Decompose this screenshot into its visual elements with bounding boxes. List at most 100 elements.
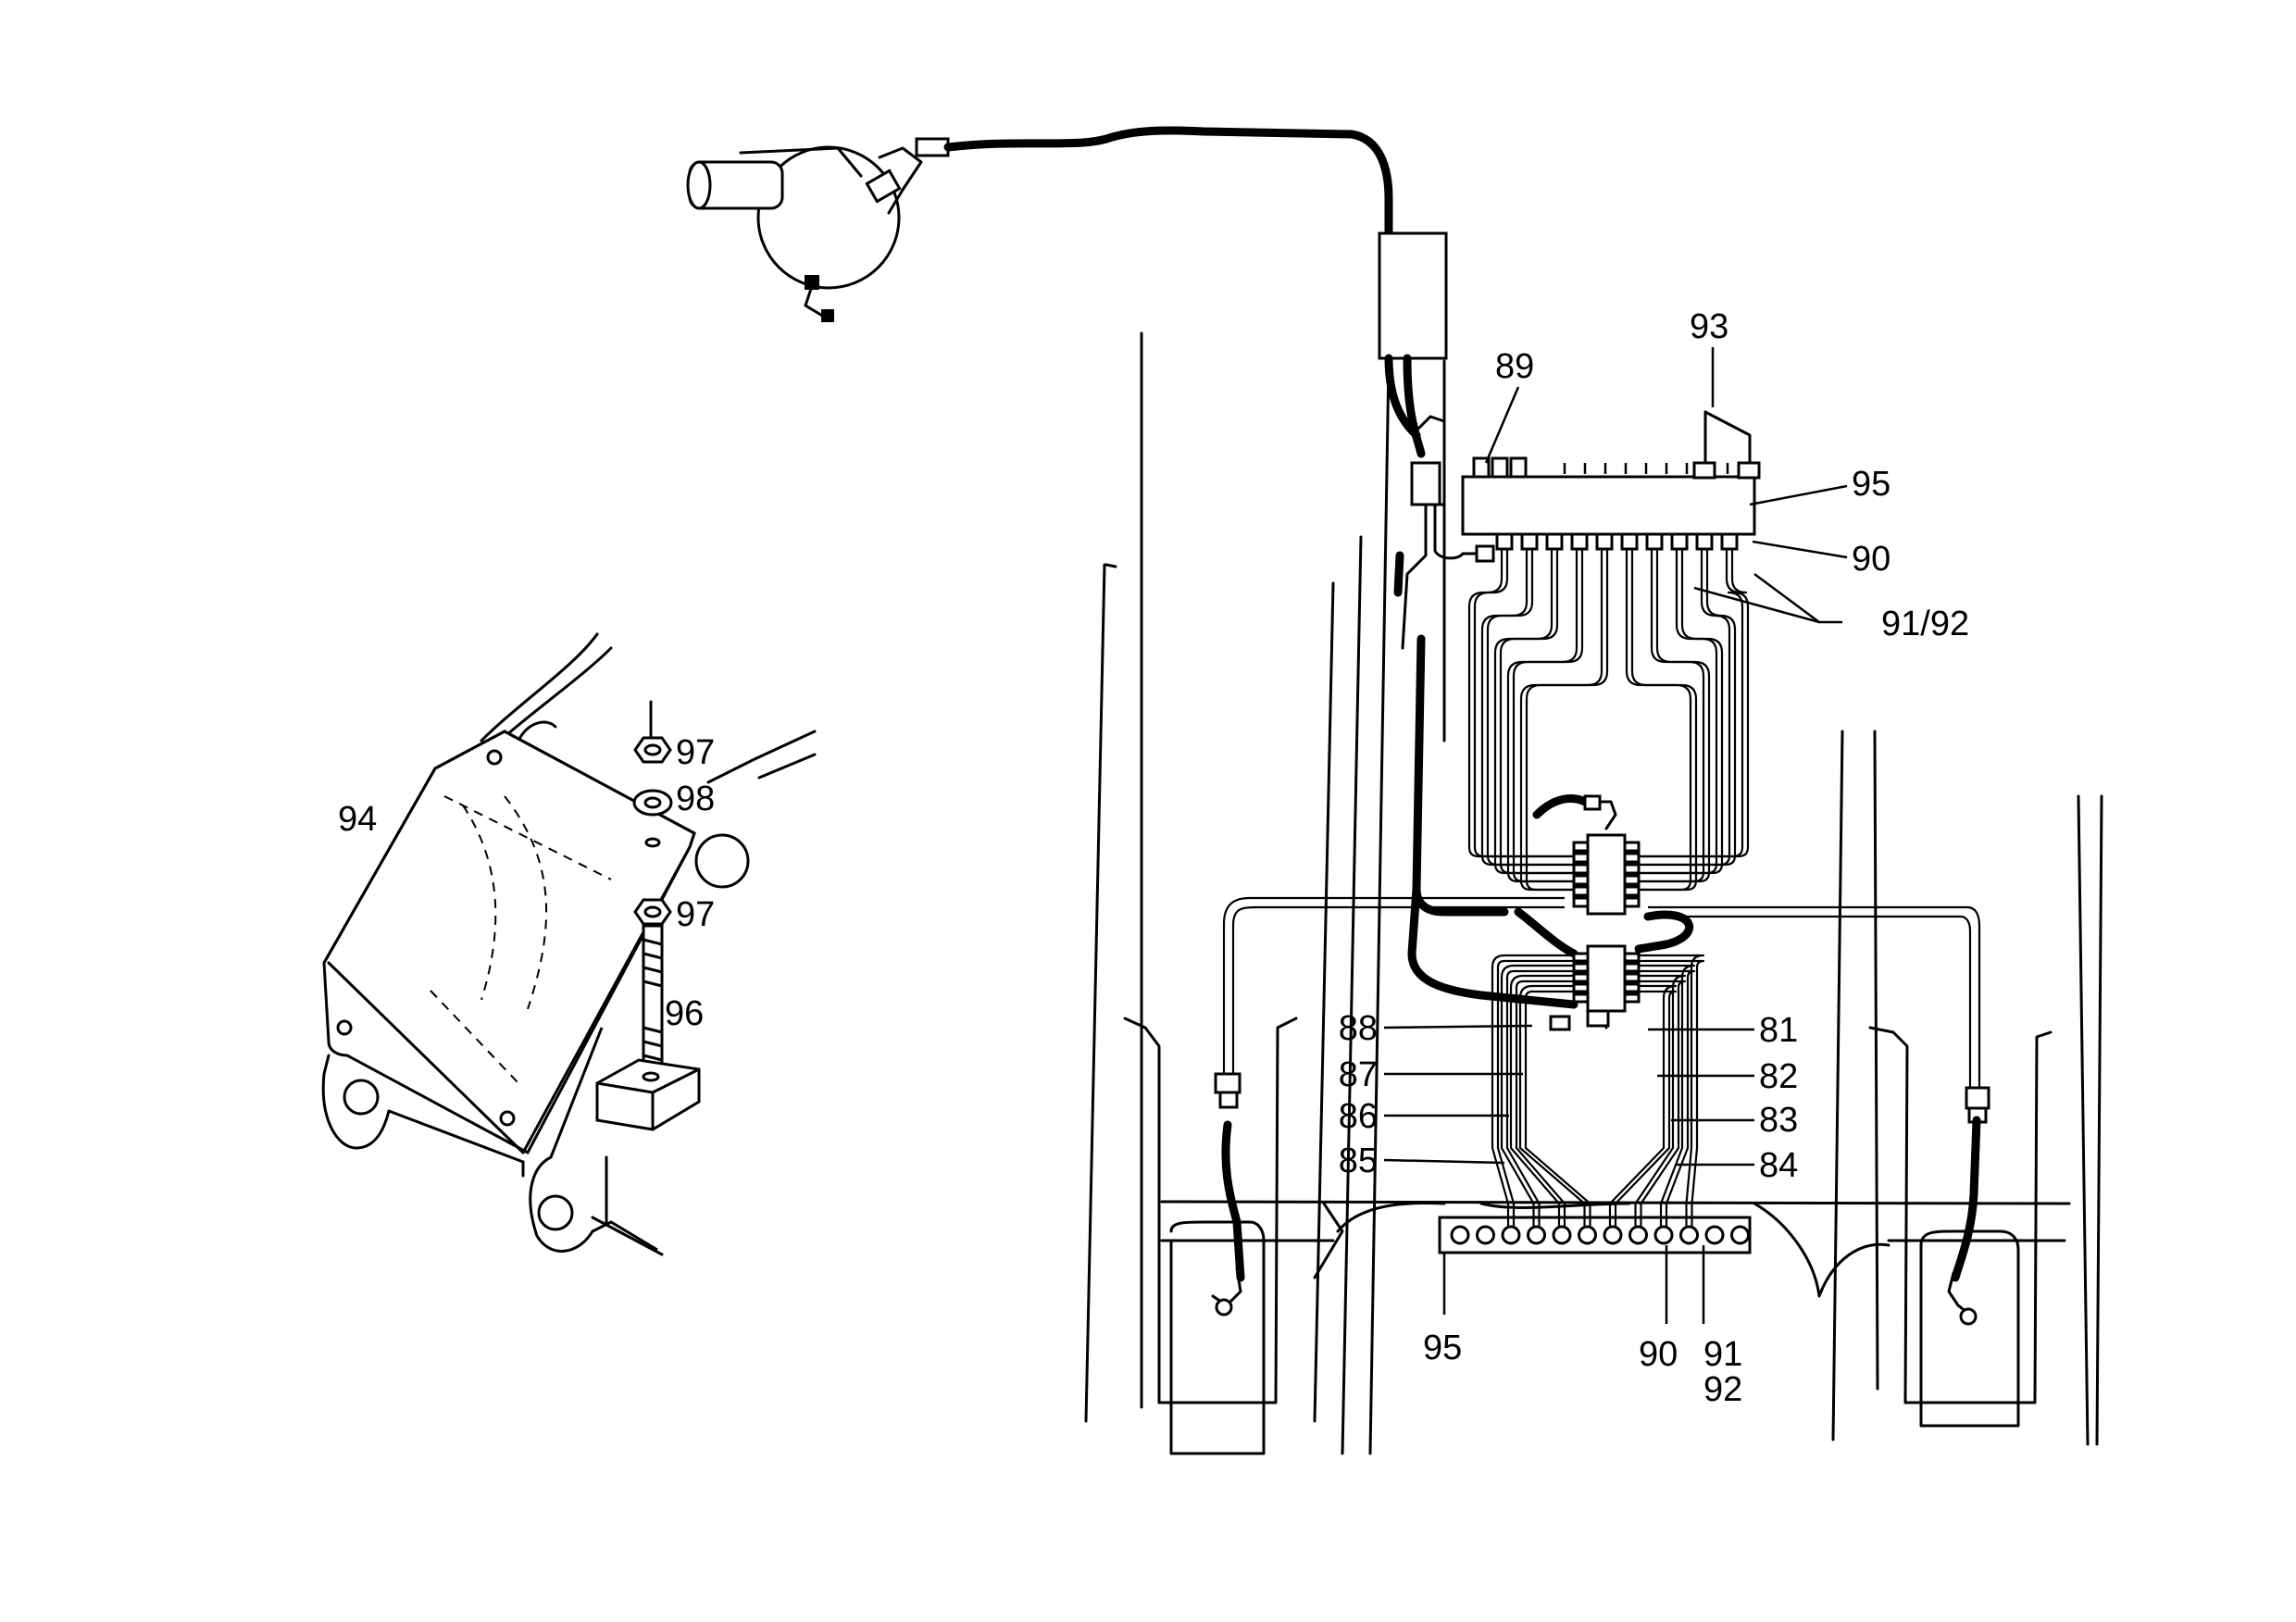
label-97-bottom: 97	[676, 895, 715, 934]
label-92-bottom: 92	[1703, 1370, 1742, 1409]
label-82: 82	[1759, 1057, 1798, 1096]
lube-tube	[1614, 990, 1678, 1226]
label-84: 84	[1759, 1146, 1798, 1185]
lube-tube	[1499, 549, 1585, 875]
label-95-top: 95	[1852, 465, 1890, 504]
lube-tube	[1639, 979, 1687, 1226]
lube-tube	[1473, 549, 1585, 858]
lube-tube	[1486, 549, 1585, 867]
upper-distributor-block	[1461, 410, 1761, 551]
outlet-fitting	[1670, 532, 1689, 551]
splitter-port	[1572, 992, 1590, 1004]
splitter-port	[1572, 982, 1590, 993]
splitter-port	[1572, 841, 1590, 853]
splitter-port	[1572, 885, 1590, 897]
outlet-hole	[1527, 1225, 1546, 1245]
splitter-port	[1572, 852, 1590, 864]
outlet-hole	[1704, 1225, 1725, 1245]
label-90-top: 90	[1852, 540, 1890, 579]
splitter-port	[1572, 952, 1590, 963]
lube-tube	[1639, 959, 1705, 1226]
lube-tube	[1628, 549, 1731, 867]
splitter-port	[1572, 896, 1590, 908]
splitter-port	[1572, 874, 1590, 886]
label-93: 93	[1690, 307, 1728, 346]
splitter-port	[1572, 863, 1590, 875]
lube-tube	[1480, 549, 1585, 867]
lube-tube	[1639, 969, 1696, 1226]
splitter-port	[1572, 962, 1590, 973]
lube-tube	[1491, 954, 1574, 1226]
label-91-bottom: 91	[1703, 1335, 1742, 1374]
splitter-port	[1623, 874, 1641, 886]
label-89: 89	[1495, 347, 1534, 386]
supply-hose	[943, 126, 1393, 241]
outlet-hole	[1603, 1225, 1623, 1245]
bracket-detail-inset	[321, 632, 817, 1256]
splitter-port	[1572, 972, 1590, 983]
label-94: 94	[338, 800, 377, 839]
lube-tube	[1628, 549, 1711, 883]
lube-tube	[1515, 979, 1574, 1226]
outlet-fitting	[1495, 532, 1514, 551]
outlet-fitting	[1645, 532, 1664, 551]
inlet-nipple	[1491, 456, 1509, 479]
lube-tube	[1525, 549, 1609, 892]
lube-tube	[1493, 549, 1585, 875]
leader-lines	[1383, 347, 1848, 1324]
lube-tube	[1628, 549, 1724, 875]
label-96: 96	[665, 994, 704, 1033]
lower-distributor-block	[1438, 1216, 1752, 1254]
lube-tube	[1628, 549, 1737, 867]
outlet-fitting	[1570, 532, 1589, 551]
label-97-top: 97	[676, 733, 715, 772]
central-splitter-valves	[1532, 794, 1641, 1031]
outlet-fitting	[1620, 532, 1639, 551]
label-90-bottom: 90	[1639, 1335, 1678, 1374]
outlet-hole	[1679, 1225, 1699, 1245]
label-86: 86	[1339, 1097, 1378, 1136]
splitter-port	[1623, 982, 1641, 993]
side-supply-lines	[1211, 896, 1990, 1326]
outlet-hole	[1450, 1225, 1470, 1245]
outlet-hole	[1501, 1225, 1521, 1245]
splitter-port	[1623, 992, 1641, 1004]
outlet-fitting	[1695, 532, 1714, 551]
lube-tube	[1628, 549, 1744, 858]
label-87: 87	[1339, 1055, 1378, 1094]
lube-tube	[1628, 549, 1705, 883]
outlet-fitting	[1520, 532, 1539, 551]
lube-tube	[1512, 549, 1585, 883]
outlet-fitting	[1595, 532, 1614, 551]
outlet-fitting	[1720, 532, 1739, 551]
outlet-hole	[1476, 1225, 1495, 1245]
control-box	[1378, 231, 1448, 360]
return-hose	[1412, 634, 1509, 917]
outlet-fitting	[1545, 532, 1564, 551]
label-95-bottom: 95	[1423, 1329, 1462, 1367]
label-88: 88	[1339, 1009, 1378, 1048]
lube-tube	[1628, 549, 1698, 892]
lube-tube	[1519, 549, 1603, 892]
label-81: 81	[1759, 1011, 1798, 1050]
outlet-hole	[1552, 1225, 1572, 1245]
lube-tube	[1509, 974, 1574, 1226]
label-85: 85	[1339, 1142, 1378, 1180]
lube-tube	[1518, 984, 1586, 1226]
label-98: 98	[676, 780, 715, 818]
lube-tube	[1500, 964, 1574, 1226]
part-labels: 93 89 95 90 91/92 94 97 98 97 96 88 87 8…	[338, 307, 1969, 1409]
lube-tube	[1628, 549, 1750, 858]
lube-tube	[1505, 969, 1574, 1226]
lube-tube	[1628, 549, 1718, 875]
outlet-hole	[1653, 1225, 1674, 1245]
pump-assembly	[686, 137, 950, 322]
machine-frame	[1084, 331, 2103, 1455]
lube-tube	[1506, 549, 1585, 883]
outlet-hole	[1730, 1225, 1750, 1245]
lube-tube	[1524, 990, 1591, 1226]
tube-bundle-lower	[1491, 954, 1705, 1226]
inlet-nipple	[1472, 456, 1491, 479]
splitter-port	[1623, 841, 1641, 853]
